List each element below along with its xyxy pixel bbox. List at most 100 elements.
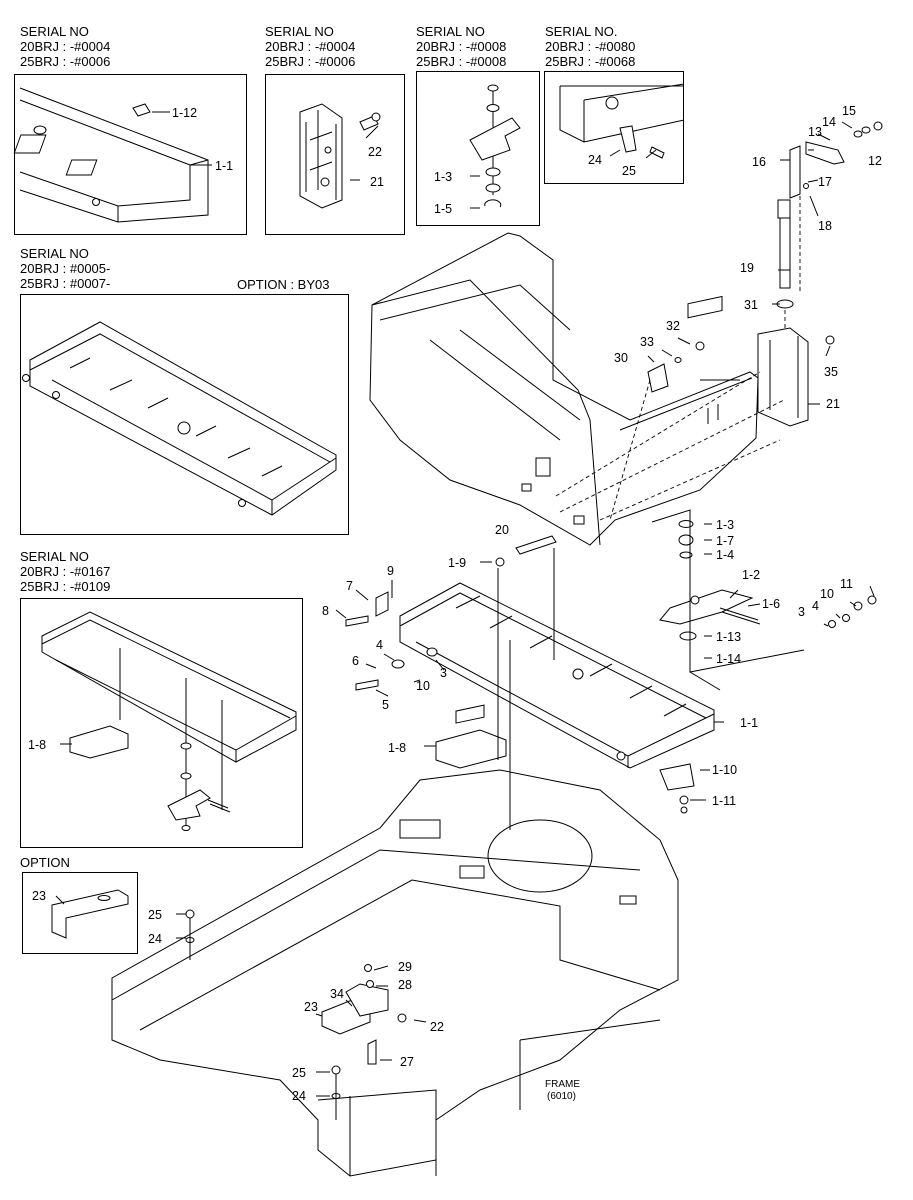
mast-parts: [647, 121, 883, 427]
label-33: 33: [640, 335, 654, 349]
inset1-line2: 25BRJ : -#0006: [20, 54, 111, 69]
inset1-line1: 20BRJ : -#0004: [20, 39, 111, 54]
label-24a: 24: [588, 153, 602, 167]
inset3-line2: 25BRJ : -#0008: [416, 54, 507, 69]
inset5-line1: 20BRJ : #0005-: [20, 261, 111, 276]
inset5-line2: 25BRJ : #0007-: [20, 276, 111, 291]
inset2-drawing: [299, 103, 381, 209]
label-1-7: 1-7: [716, 534, 734, 548]
label-1-11: 1-11: [712, 794, 736, 808]
label-4a: 4: [812, 599, 819, 613]
label-30: 30: [614, 351, 628, 365]
inset3-title: SERIAL NO: [416, 24, 485, 39]
inset2-title: SERIAL NO: [265, 24, 334, 39]
label-13: 13: [808, 125, 822, 139]
label-1-8b: 1-8: [388, 741, 406, 755]
label-21b: 21: [826, 397, 840, 411]
label-1-10: 1-10: [712, 763, 737, 777]
inset6-drawing: [41, 611, 297, 831]
inset6-line1: 20BRJ : -#0167: [20, 564, 111, 579]
inset5-option: OPTION : BY03: [237, 277, 330, 292]
inset5-title: SERIAL NO: [20, 246, 89, 261]
inset4-box: [544, 71, 684, 184]
label-1-5: 1-5: [434, 202, 452, 216]
label-5: 5: [382, 698, 389, 712]
label-28: 28: [398, 978, 412, 992]
label-10b: 10: [416, 679, 430, 693]
frame-name: FRAME: [545, 1079, 580, 1090]
inset3-drawing: [469, 84, 521, 208]
label-25b: 25: [148, 908, 162, 922]
label-19: 19: [740, 261, 754, 275]
label-1-4: 1-4: [716, 548, 734, 562]
label-1-14: 1-14: [716, 652, 741, 666]
label-1-2: 1-2: [742, 568, 760, 582]
label-1-12: 1-12: [172, 106, 197, 120]
label-7: 7: [346, 579, 353, 593]
label-12: 12: [868, 154, 882, 168]
label-20: 20: [495, 523, 509, 537]
inset1-drawing: [13, 87, 209, 223]
leader-lines: [55, 111, 875, 1097]
inset2-line2: 25BRJ : -#0006: [265, 54, 356, 69]
label-1-3a: 1-3: [434, 170, 452, 184]
label-1-8a: 1-8: [28, 738, 46, 752]
label-15: 15: [842, 104, 856, 118]
part-labels: 1-12 1-1 22 21 1-3 1-5 24 25 15 14 13 12…: [28, 104, 882, 1103]
inset4-line2: 25BRJ : -#0068: [545, 54, 636, 69]
label-1-1c: 1-1: [740, 716, 758, 730]
label-3a: 3: [798, 605, 805, 619]
label-22a: 22: [368, 145, 382, 159]
label-6: 6: [352, 654, 359, 668]
main-frame: [111, 704, 679, 1177]
inset7-title: OPTION: [20, 855, 70, 870]
inset6-line2: 25BRJ : -#0109: [20, 579, 111, 594]
label-1-1a: 1-1: [215, 159, 233, 173]
label-32: 32: [666, 319, 680, 333]
label-27: 27: [400, 1055, 414, 1069]
label-1-13: 1-13: [716, 630, 741, 644]
counterweight: [369, 232, 759, 546]
inset5-box: [20, 294, 349, 535]
label-8: 8: [322, 604, 329, 618]
label-24b: 24: [148, 932, 162, 946]
lower-parts: [185, 909, 407, 1120]
inset2-line1: 20BRJ : -#0004: [265, 39, 356, 54]
label-10a: 10: [820, 587, 834, 601]
inset2-box: [265, 74, 405, 235]
inset7-drawing: [51, 889, 129, 939]
inset3-line1: 20BRJ : -#0008: [416, 39, 507, 54]
inset4-title: SERIAL NO.: [545, 24, 618, 39]
label-17: 17: [818, 175, 832, 189]
label-18: 18: [818, 219, 832, 233]
frame-code: (6010): [547, 1091, 576, 1102]
mid-plate: [345, 371, 877, 830]
label-14: 14: [822, 115, 836, 129]
label-11: 11: [840, 577, 853, 591]
label-31: 31: [744, 298, 758, 312]
label-3b: 3: [440, 666, 447, 680]
label-35: 35: [824, 365, 838, 379]
inset6-box: [20, 598, 303, 848]
label-1-6: 1-6: [762, 597, 780, 611]
label-1-3b: 1-3: [716, 518, 734, 532]
label-23a: 23: [32, 889, 46, 903]
label-4b: 4: [376, 638, 383, 652]
inset1-title: SERIAL NO: [20, 24, 89, 39]
label-23b: 23: [304, 1000, 318, 1014]
inset6-title: SERIAL NO: [20, 549, 89, 564]
inset4-drawing: [559, 83, 685, 159]
label-34: 34: [330, 987, 344, 1001]
label-25c: 25: [292, 1066, 306, 1080]
inset4-line1: 20BRJ : -#0080: [545, 39, 636, 54]
label-9: 9: [387, 564, 394, 578]
label-16: 16: [752, 155, 766, 169]
label-21a: 21: [370, 175, 384, 189]
